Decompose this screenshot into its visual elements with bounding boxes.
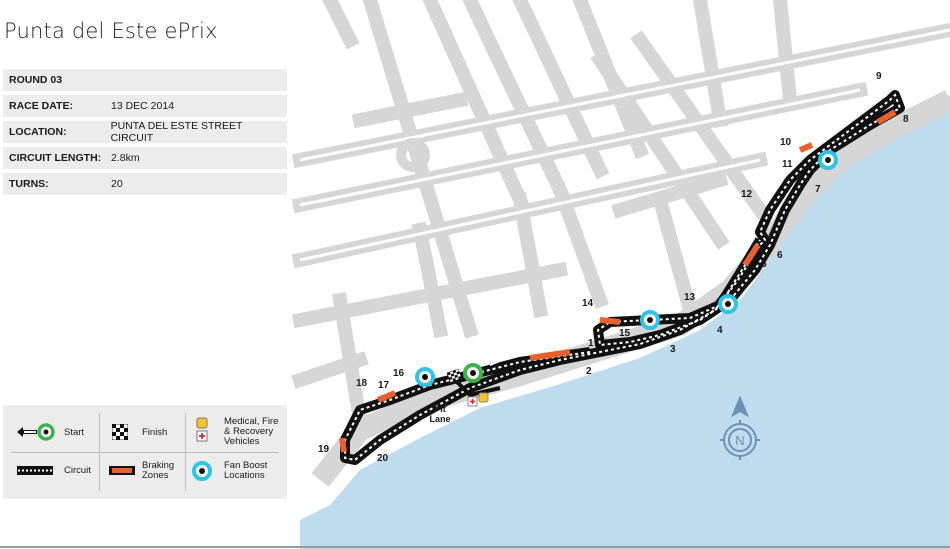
turn-label-8: 8 <box>903 114 909 125</box>
info-value: 2.8km <box>111 152 140 164</box>
braking-zone-10 <box>798 142 814 153</box>
braking-zones <box>339 109 897 453</box>
turn-label-3: 3 <box>670 344 676 355</box>
sea-area <box>300 40 950 549</box>
turn-label-12: 12 <box>741 189 753 200</box>
info-label: LOCATION: <box>9 126 67 138</box>
turn-label-1: 1 <box>588 338 594 349</box>
street-outline <box>299 28 950 262</box>
info-row-race-date: RACE DATE: 13 DEC 2014 <box>3 95 287 117</box>
turn-label-11: 11 <box>782 159 793 170</box>
turn-label-13: 13 <box>684 292 696 303</box>
legend-fanboost-label: Fan Boost Locations <box>224 460 268 481</box>
legend-circuit-label: Circuit <box>64 465 91 476</box>
braking-legend-icon <box>109 466 135 475</box>
finish-flag-icon <box>446 368 463 383</box>
braking-zone-14 <box>599 317 621 325</box>
braking-zone-8 <box>876 109 897 125</box>
info-value: 20 <box>111 178 123 190</box>
pit-lane <box>453 378 501 398</box>
info-row-location: LOCATION: PUNTA DEL ESTE STREET CIRCUIT <box>3 120 287 144</box>
medical-vehicle-icon <box>467 392 489 407</box>
finish-legend-icon <box>112 424 128 440</box>
compass-letter: N <box>735 433 744 448</box>
page-title: Punta del Este ePrix <box>4 19 218 43</box>
compass-icon <box>720 395 760 460</box>
turn-label-10: 10 <box>780 137 792 148</box>
bottom-rule <box>0 546 950 548</box>
pit-lane-label: Pit Lane <box>429 404 451 424</box>
legend-braking-label: Braking Zones <box>142 460 175 481</box>
direction-arrow <box>490 358 500 366</box>
circuit-legend-icon <box>17 466 53 475</box>
turn-label-18: 18 <box>356 378 368 389</box>
turn-label-15: 15 <box>619 328 631 339</box>
info-value: PUNTA DEL ESTE STREET CIRCUIT <box>110 120 243 144</box>
turn-label-6: 6 <box>777 250 783 261</box>
turn-label-9: 9 <box>876 71 882 82</box>
braking-zone-17 <box>376 390 397 403</box>
turn-label-19: 19 <box>318 444 330 455</box>
map-legend: Start Finish Medical, Fire & Recovery Ve… <box>3 405 287 499</box>
turn-label-2: 2 <box>586 366 592 377</box>
roundabout <box>396 138 430 172</box>
fan-boost-legend-icon <box>192 461 212 481</box>
turn-label-7: 7 <box>815 184 821 195</box>
info-row-turns: TURNS: 20 <box>3 173 287 195</box>
info-label: ROUND 03 <box>9 74 63 86</box>
turn-label-16: 16 <box>393 368 405 379</box>
race-track <box>340 90 905 465</box>
braking-zone-1 <box>529 349 571 361</box>
info-label: RACE DATE: <box>9 100 73 112</box>
turn-label-20: 20 <box>377 453 389 464</box>
info-row-circuit-length: CIRCUIT LENGTH: 2.8km <box>3 147 287 169</box>
info-value: 13 DEC 2014 <box>111 100 175 112</box>
legend-start-label: Start <box>64 427 85 438</box>
legend-medical-label: Medical, Fire & Recovery Vehicles <box>224 416 279 447</box>
braking-zone-5 <box>742 243 761 267</box>
race-info-table: ROUND 03 RACE DATE: 13 DEC 2014 LOCATION… <box>3 69 287 199</box>
turn-label-17: 17 <box>378 380 390 391</box>
turn-label-5: 5 <box>761 259 767 270</box>
info-row-round: ROUND 03 <box>3 69 287 91</box>
turn-label-14: 14 <box>582 298 594 309</box>
medical-legend-icon <box>196 417 208 442</box>
fan-boost-markers <box>415 150 838 387</box>
start-legend-icon <box>17 423 55 441</box>
turn-label-4: 4 <box>717 325 723 336</box>
legend-finish-label: Finish <box>142 427 168 438</box>
info-label: CIRCUIT LENGTH: <box>9 152 102 164</box>
info-label: TURNS: <box>9 178 49 190</box>
braking-zone-19 <box>339 437 347 453</box>
